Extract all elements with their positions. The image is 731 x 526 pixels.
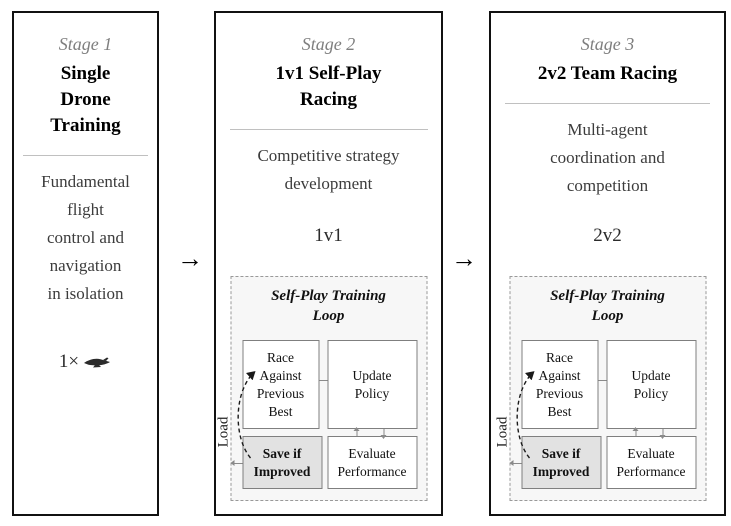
save-if-improved-box: Save if Improved (521, 436, 601, 489)
stage2-description-line: Competitive strategy (257, 146, 400, 165)
save-box-line: Save if (262, 445, 302, 461)
section-divider (22, 155, 149, 156)
stage1-description: Fundamental flight control and navigatio… (14, 168, 157, 308)
stage2-description: Competitive strategy development (216, 142, 441, 198)
stage2-title: 1v1 Self-Play Racing (216, 61, 441, 113)
stage1-title-line: Drone (60, 89, 111, 110)
race-against-previous-best-box: Race Against Previous Best (242, 340, 319, 429)
race-against-previous-best-box: Race Against Previous Best (521, 340, 598, 429)
save-box-line: Save if (541, 445, 581, 461)
stage1-title-line: Training (50, 115, 121, 136)
stage3-description-line: coordination and (550, 148, 665, 167)
stage3-description: Multi-agent coordination and competition (491, 116, 724, 200)
arrow-left-icon (509, 460, 513, 466)
stage1-description-line: in isolation (47, 284, 124, 303)
stage1-panel: Stage 1 Single Drone Training Fundamenta… (12, 11, 159, 516)
save-load-connector (231, 463, 242, 464)
stage2-panel: Stage 2 1v1 Self-Play Racing Competitive… (214, 11, 443, 516)
stage1-description-line: control and (47, 228, 124, 247)
self-play-loop-title: Self-Play Training Loop (231, 286, 426, 326)
stage1-title-line: Single (60, 63, 111, 84)
stage1-to-stage2-arrow: → (177, 244, 203, 273)
stage3-panel: Stage 3 2v2 Team Racing Multi-agent coor… (489, 11, 726, 516)
update-box-line: Update (352, 367, 392, 383)
arrow-down-icon (380, 435, 386, 439)
arrow-left-icon (230, 460, 234, 466)
load-label: Load (215, 416, 231, 448)
load-dashed-arrow-icon (236, 371, 256, 459)
load-dashed-arrow-icon (515, 371, 535, 459)
section-divider (504, 103, 711, 104)
arrow-down-icon (659, 435, 665, 439)
loop-title-line: Loop (312, 308, 345, 324)
stage3-description-line: competition (566, 176, 649, 195)
save-if-improved-box: Save if Improved (242, 436, 322, 489)
race-box-line: Against (538, 367, 581, 383)
load-label: Load (494, 416, 510, 448)
stage1-title: Single Drone Training (14, 61, 157, 139)
stage2-description-line: development (284, 174, 373, 193)
save-load-connector (510, 463, 521, 464)
evaluate-update-connector (635, 429, 636, 436)
race-update-connector (598, 380, 606, 381)
update-evaluate-connector (662, 429, 663, 436)
loop-title-line: Self-Play Training (550, 288, 665, 304)
stage1-description-line: navigation (49, 256, 122, 275)
race-box-line: Best (268, 403, 293, 419)
save-box-line: Improved (253, 463, 311, 479)
update-box-line: Update (631, 367, 671, 383)
evaluate-box-line: Performance (616, 463, 686, 479)
update-policy-box: Update Policy (606, 340, 696, 429)
update-box-line: Policy (354, 385, 390, 401)
stage1-description-line: Fundamental (41, 172, 130, 191)
stage1-label: Stage 1 (58, 34, 113, 54)
update-box-line: Policy (633, 385, 669, 401)
arrow-up-icon (632, 427, 638, 431)
stage3-label: Stage 3 (580, 34, 635, 54)
stage3-title: 2v2 Team Racing (491, 61, 724, 87)
self-play-loop-box: Self-Play Training Loop Race Against Pre… (215, 276, 427, 501)
self-play-loop-title: Self-Play Training Loop (510, 286, 705, 326)
drone-count-label: 1× (58, 351, 80, 372)
drone-icon (84, 357, 111, 368)
update-evaluate-connector (383, 429, 384, 436)
stage2-label: Stage 2 (301, 34, 356, 54)
section-divider (229, 129, 428, 130)
arrow-up-icon (353, 427, 359, 431)
evaluate-box-line: Performance (337, 463, 407, 479)
race-box-line: Previous (535, 385, 584, 401)
stage2-to-stage3-arrow: → (451, 244, 477, 273)
race-box-line: Race (267, 349, 294, 365)
race-box-line: Against (259, 367, 302, 383)
stage1-description-line: flight (67, 200, 104, 219)
save-box-line: Improved (532, 463, 590, 479)
drone-count-row: 1× (14, 351, 157, 373)
update-policy-box: Update Policy (327, 340, 417, 429)
stage2-title-line: Racing (300, 89, 357, 110)
race-box-line: Previous (256, 385, 305, 401)
evaluate-update-connector (356, 429, 357, 436)
evaluate-box-line: Evaluate (348, 445, 396, 461)
stage3-mode-label: 2v2 (593, 225, 622, 246)
stage3-title-line: 2v2 Team Racing (537, 63, 678, 84)
race-box-line: Best (547, 403, 572, 419)
loop-title-line: Loop (591, 308, 624, 324)
race-update-connector (319, 380, 327, 381)
stage2-title-line: 1v1 Self-Play (275, 63, 382, 84)
stage2-mode-label: 1v1 (314, 225, 343, 246)
race-box-line: Race (546, 349, 573, 365)
self-play-loop-box: Self-Play Training Loop Race Against Pre… (494, 276, 706, 501)
stage3-description-line: Multi-agent (567, 120, 648, 139)
evaluate-box-line: Evaluate (627, 445, 675, 461)
evaluate-performance-box: Evaluate Performance (606, 436, 696, 489)
loop-title-line: Self-Play Training (271, 288, 386, 304)
evaluate-performance-box: Evaluate Performance (327, 436, 417, 489)
